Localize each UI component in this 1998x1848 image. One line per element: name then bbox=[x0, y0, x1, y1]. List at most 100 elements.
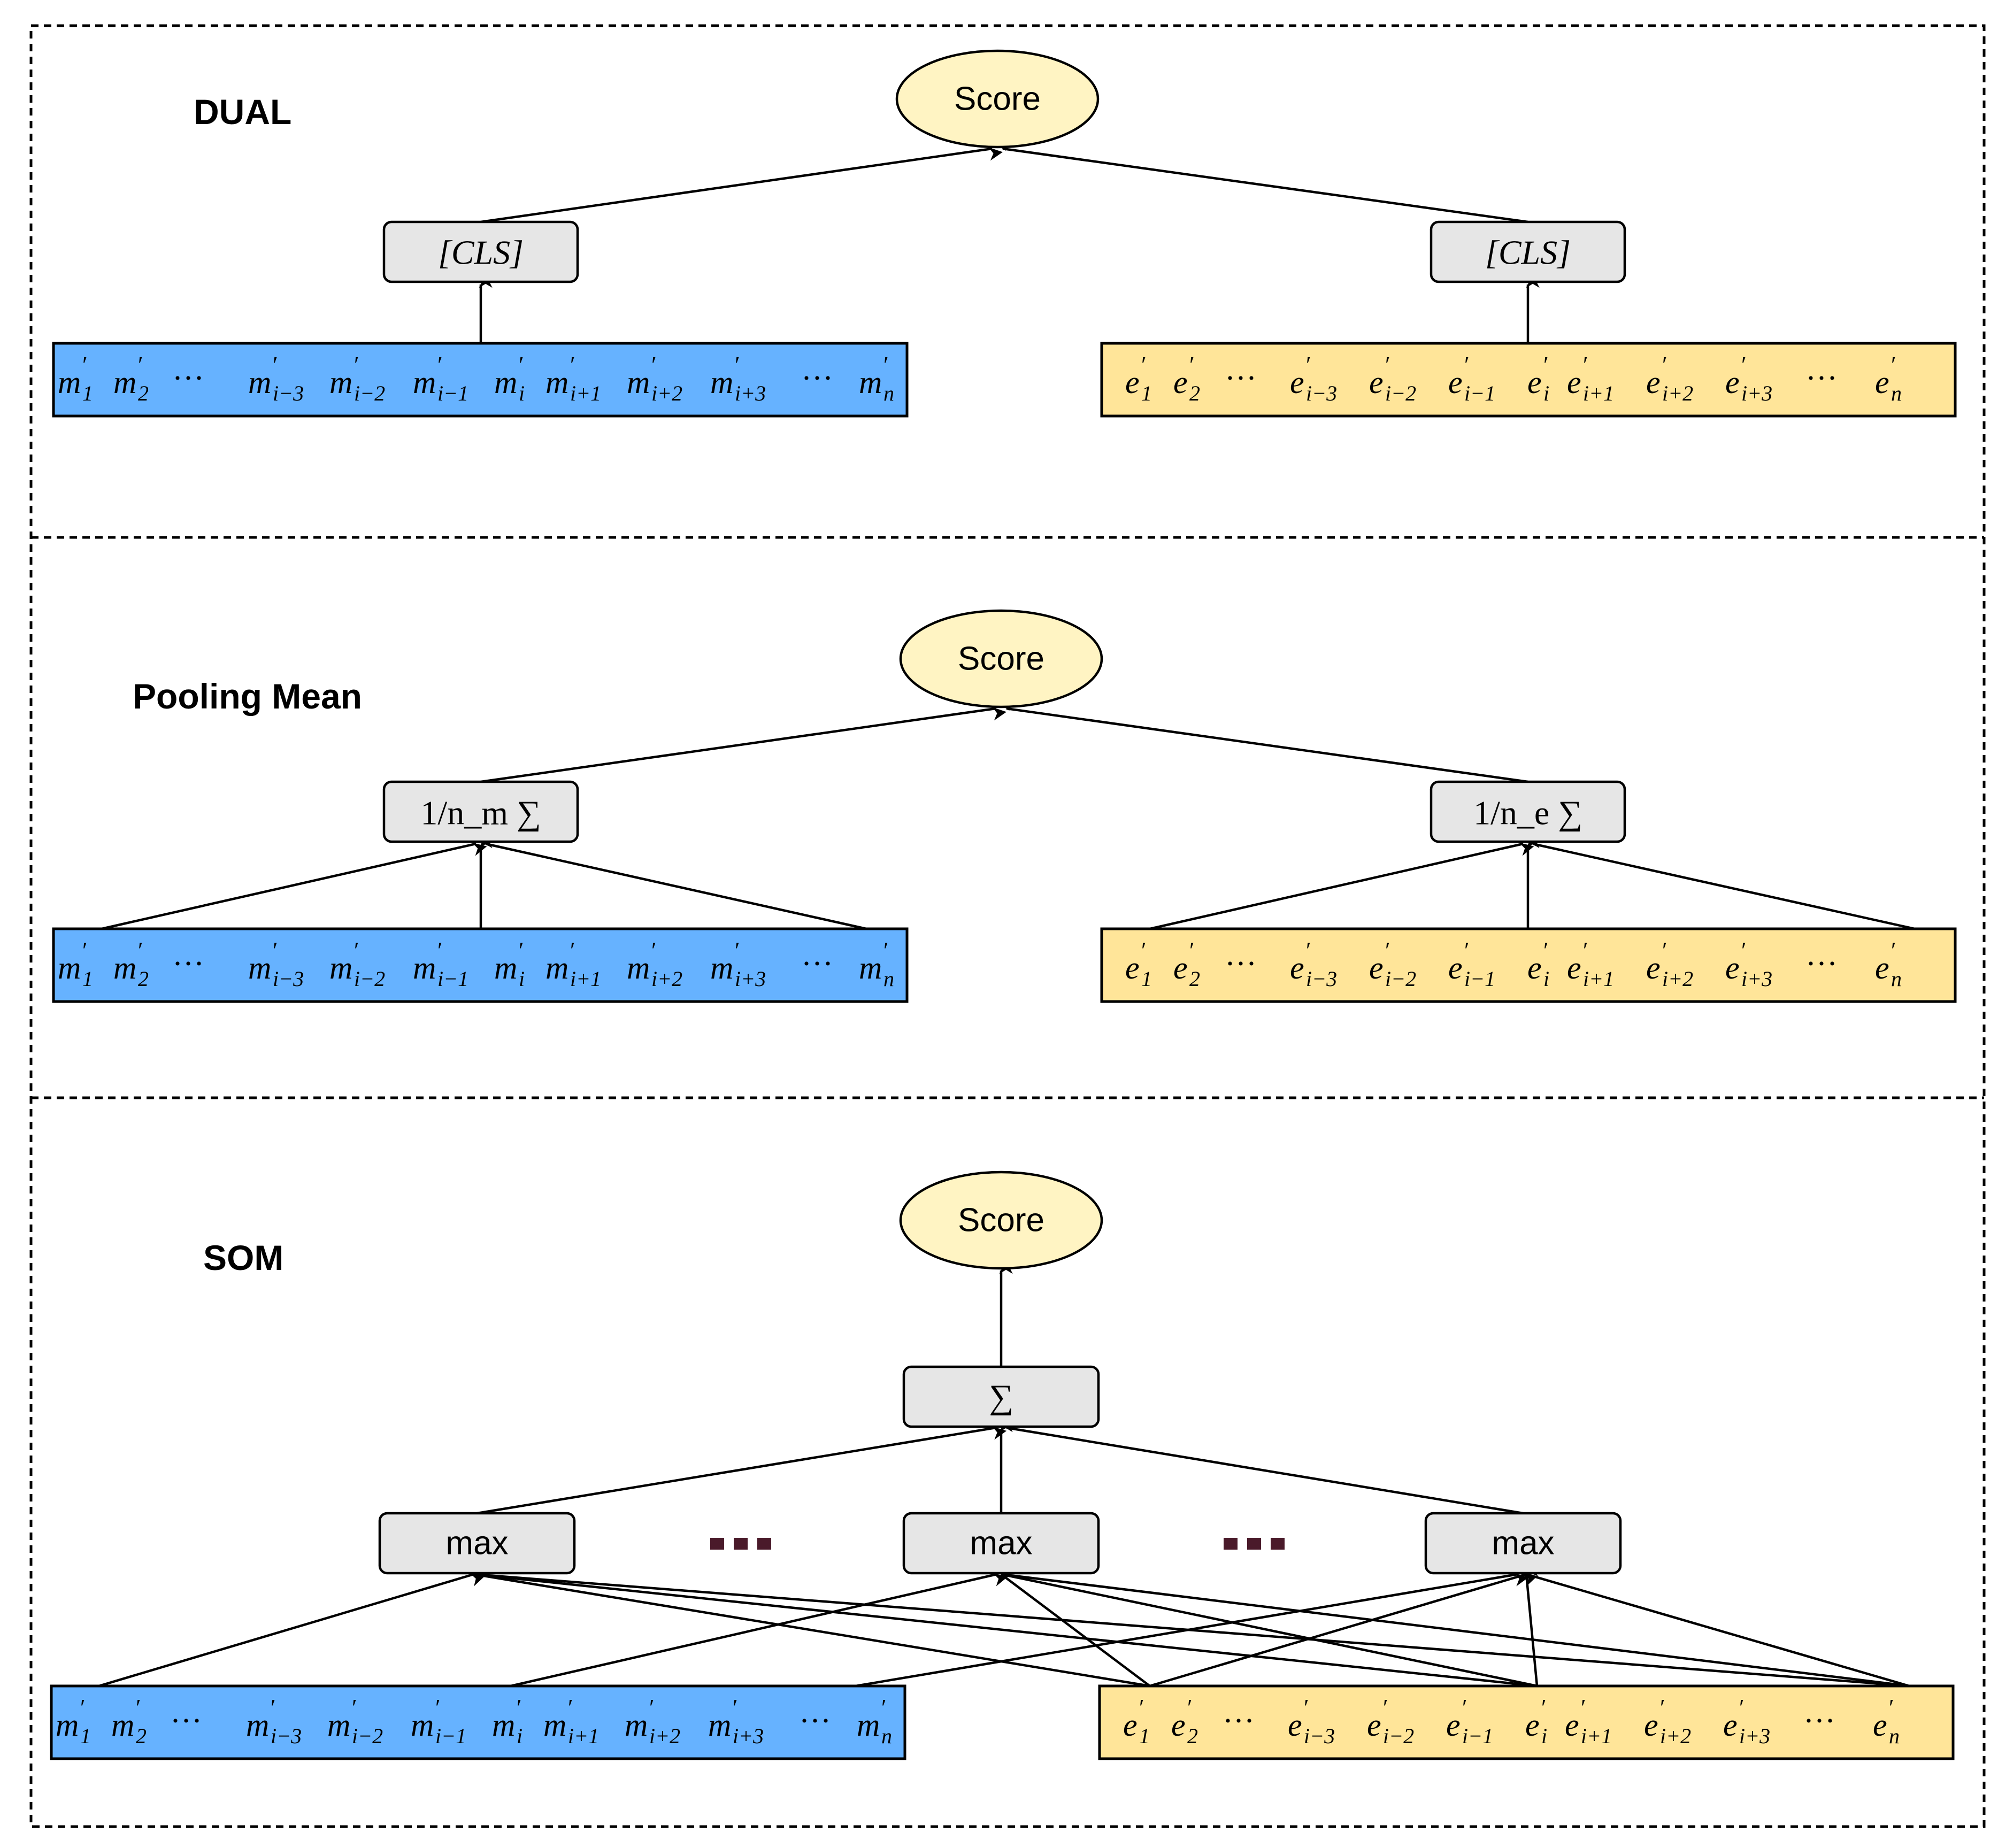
entity-token: e′2 bbox=[1173, 937, 1200, 991]
token-subscript: i+3 bbox=[1741, 967, 1772, 991]
token-subscript: i−1 bbox=[437, 381, 468, 405]
token-base: e bbox=[1565, 1707, 1579, 1743]
max-node bbox=[378, 1512, 576, 1575]
token-base: m bbox=[327, 1707, 350, 1743]
mean-node-mention bbox=[382, 780, 579, 843]
entity-token: e′i−2 bbox=[1369, 937, 1416, 991]
token-subscript: i−2 bbox=[354, 381, 385, 405]
mention-token: m′i+2 bbox=[625, 1695, 680, 1748]
token-base: e bbox=[1290, 950, 1304, 985]
mention-token: m′i−2 bbox=[329, 937, 385, 991]
token-prime: ′ bbox=[1385, 937, 1390, 964]
entity-token: e′ i+3 bbox=[1725, 937, 1772, 991]
mention-token: m′2 bbox=[111, 1695, 147, 1748]
cls-label: [CLS] bbox=[438, 234, 524, 272]
mention-token: m′i+3 bbox=[710, 352, 766, 405]
token-prime: ′ bbox=[1141, 352, 1147, 378]
token-subscript: i+1 bbox=[1583, 967, 1614, 991]
token-base: e bbox=[1723, 1707, 1738, 1743]
token-base: m bbox=[494, 365, 517, 400]
arrow-edge bbox=[464, 1563, 1538, 1688]
mention-token: m′ i+3 bbox=[708, 1695, 764, 1748]
token-prime: ′ bbox=[273, 352, 278, 378]
token-prime: ′ bbox=[735, 352, 740, 378]
token-subscript: i+3 bbox=[733, 1724, 764, 1748]
ellipsis-indicator bbox=[710, 1538, 771, 1550]
token-base: m bbox=[859, 365, 882, 400]
token-dots: ··· bbox=[172, 360, 204, 396]
mention-token-bar bbox=[52, 927, 909, 1003]
token-prime: ′ bbox=[138, 352, 143, 378]
entity-token-bar bbox=[1100, 927, 1957, 1003]
token-base: e bbox=[1644, 1707, 1658, 1743]
entity-token: e′i+3 bbox=[1723, 1695, 1770, 1748]
mention-token: m′n bbox=[859, 937, 894, 991]
token-prime: ′ bbox=[651, 937, 657, 964]
token-dots: ··· bbox=[1805, 946, 1838, 981]
token-subscript: i−3 bbox=[1304, 1724, 1335, 1748]
token-prime: ′ bbox=[1187, 1695, 1193, 1721]
mention-mean-label: 1/n_m ∑ bbox=[420, 794, 541, 832]
max-label: max bbox=[970, 1525, 1032, 1562]
token-subscript: n bbox=[1891, 967, 1902, 991]
entity-token: e′i−3 bbox=[1290, 937, 1337, 991]
token-subscript: i+3 bbox=[735, 967, 766, 991]
token-base: m bbox=[58, 950, 81, 985]
mention-token: m′i−1 bbox=[413, 352, 468, 405]
token-subscript: i−2 bbox=[354, 967, 385, 991]
token-base: m bbox=[708, 1707, 731, 1743]
token-subscript: n bbox=[883, 967, 894, 991]
token-subscript: n bbox=[1889, 1724, 1900, 1748]
token-prime: ′ bbox=[881, 1695, 887, 1721]
token-base: m bbox=[113, 365, 136, 400]
token-base: e bbox=[1725, 950, 1740, 985]
token-prime: ′ bbox=[651, 352, 657, 378]
token-base: e bbox=[1873, 1707, 1887, 1743]
token-prime: ′ bbox=[733, 1695, 738, 1721]
token-prime: ′ bbox=[1739, 1695, 1745, 1721]
token-ellipsis: ··· bbox=[172, 946, 204, 981]
arrow-edge bbox=[98, 1573, 485, 1688]
token-base: m bbox=[627, 950, 650, 985]
token-subscript: i+3 bbox=[1741, 381, 1772, 405]
token-subscript: i bbox=[1543, 967, 1549, 991]
token-subscript: 1 bbox=[82, 381, 93, 405]
entity-token: e′i+3 bbox=[1725, 352, 1772, 405]
cls-node-mention bbox=[382, 220, 579, 283]
mention-token-bar bbox=[50, 1684, 906, 1760]
score-node bbox=[899, 609, 1103, 709]
token-subscript: i+2 bbox=[1660, 1724, 1691, 1748]
arrow-edge bbox=[997, 697, 1528, 783]
arrow-edge bbox=[477, 1426, 1007, 1515]
token-prime: ′ bbox=[735, 937, 740, 964]
cls-label: [CLS] bbox=[1485, 234, 1571, 272]
arrow-edge bbox=[101, 842, 487, 930]
entity-token-bar bbox=[1100, 342, 1957, 418]
token-base: e bbox=[1367, 1707, 1381, 1743]
panel-title: DUAL bbox=[194, 92, 291, 132]
arrow-edge bbox=[477, 833, 867, 930]
arrow-edge bbox=[993, 137, 1528, 224]
score-label: Score bbox=[958, 1202, 1044, 1239]
token-prime: ′ bbox=[1741, 937, 1747, 964]
token-base: e bbox=[1171, 1707, 1186, 1743]
max-node bbox=[1424, 1512, 1622, 1575]
token-subscript: 1 bbox=[1141, 967, 1152, 991]
token-base: e bbox=[1527, 365, 1542, 400]
max-label: max bbox=[1492, 1525, 1554, 1562]
token-subscript: n bbox=[881, 1724, 892, 1748]
arrow-edge bbox=[1525, 1564, 1539, 1687]
token-subscript: 2 bbox=[1187, 1724, 1198, 1748]
entity-token: e′n bbox=[1873, 1695, 1900, 1748]
token-subscript: i bbox=[1543, 381, 1549, 405]
token-dots: ··· bbox=[799, 1703, 831, 1738]
sum-node bbox=[902, 1365, 1100, 1428]
token-prime: ′ bbox=[1464, 937, 1470, 964]
token-prime: ′ bbox=[649, 1695, 655, 1721]
token-dots: ··· bbox=[1225, 360, 1257, 396]
token-subscript: n bbox=[1891, 381, 1902, 405]
token-base: e bbox=[1173, 950, 1188, 985]
token-base: m bbox=[492, 1707, 515, 1743]
